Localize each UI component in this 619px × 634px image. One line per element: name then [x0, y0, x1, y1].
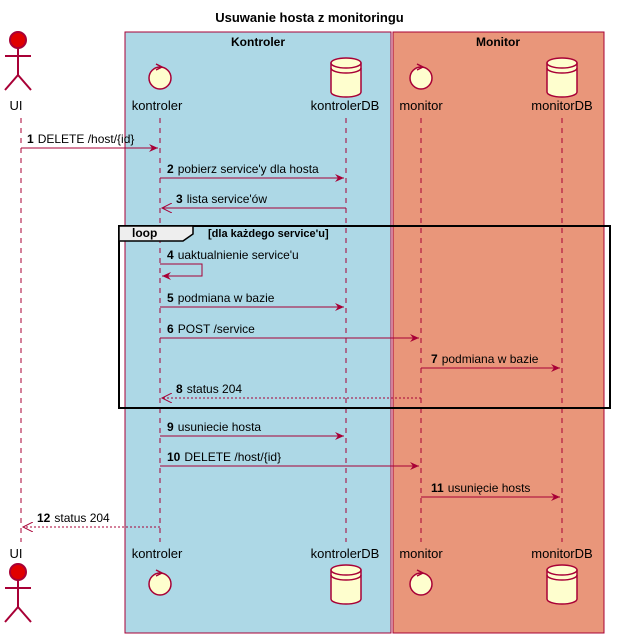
participant-kontrolerdb-label: kontrolerDB	[311, 98, 380, 113]
participant-monitordb-label: monitorDB	[531, 98, 592, 113]
message-text: uaktualnienie service'u	[178, 248, 299, 262]
diagram-title: Usuwanie hosta z monitoringu	[215, 10, 404, 25]
participant-kontroler-bottom: kontroler	[132, 546, 183, 596]
message-text: DELETE /host/{id}	[38, 132, 135, 146]
database-icon	[330, 57, 362, 98]
loop-keyword: loop	[132, 226, 157, 240]
participant-monitor-bottom: monitor	[399, 546, 443, 596]
message-7: 7 podmiana w bazie	[421, 352, 560, 372]
message-number: 6	[167, 322, 174, 336]
message-number: 11	[431, 481, 444, 495]
control-icon	[409, 569, 433, 596]
message-text: podmiana w bazie	[442, 352, 539, 366]
loop-frame: loop [dla każdego service'u]	[118, 225, 611, 409]
actor-icon	[4, 563, 32, 623]
message-text: lista service'ów	[187, 192, 268, 206]
message-text: pobierz service'y dla hosta	[178, 162, 319, 176]
participant-kontrolerdb-label: kontrolerDB	[311, 546, 380, 561]
participant-ui-label: UI	[10, 98, 23, 113]
loop-condition: [dla każdego service'u]	[208, 228, 329, 240]
control-icon	[148, 569, 172, 596]
participant-kontroler-top: kontroler	[132, 63, 183, 113]
actor-icon	[4, 31, 32, 91]
database-icon	[546, 564, 578, 605]
message-number: 7	[431, 352, 438, 366]
message-text: DELETE /host/{id}	[184, 450, 281, 464]
database-icon	[330, 564, 362, 605]
participant-monitor-label: monitor	[399, 98, 443, 113]
message-number: 9	[167, 420, 174, 434]
monitor-box: Monitor	[392, 31, 605, 634]
control-icon	[148, 63, 172, 90]
message-text: usuniecie hosta	[178, 420, 262, 434]
participant-monitor-top: monitor	[399, 63, 443, 113]
message-text: status 204	[187, 382, 243, 396]
participant-monitordb-top: monitorDB	[531, 57, 593, 113]
database-icon	[546, 57, 578, 98]
participant-monitordb-label: monitorDB	[531, 546, 592, 561]
control-icon	[409, 63, 433, 90]
message-4: 4 uaktualnienie service'u	[160, 248, 299, 280]
message-number: 12	[37, 511, 51, 525]
kontroler-box: Kontroler	[124, 31, 392, 634]
message-number: 1	[27, 132, 34, 146]
message-number: 2	[167, 162, 174, 176]
participant-kontroler-label: kontroler	[132, 546, 183, 561]
message-9: 9 usuniecie hosta	[160, 420, 344, 440]
message-text: podmiana w bazie	[178, 291, 275, 305]
participant-kontroler-label: kontroler	[132, 98, 183, 113]
message-11: 11 usunięcie hosts	[421, 481, 560, 501]
message-8: 8 status 204	[162, 382, 421, 398]
message-number: 4	[167, 248, 174, 262]
message-6: 6 POST /service	[160, 322, 419, 342]
participant-kontrolerdb-top: kontrolerDB	[311, 57, 380, 113]
participant-ui-label: UI	[10, 546, 23, 561]
participant-monitor-label: monitor	[399, 546, 443, 561]
message-text: status 204	[54, 511, 110, 525]
participant-ui-top: UI	[4, 31, 32, 113]
message-text: usunięcie hosts	[448, 481, 531, 495]
message-number: 8	[176, 382, 183, 396]
message-number: 10	[167, 450, 181, 464]
message-text: POST /service	[178, 322, 255, 336]
kontroler-box-label: Kontroler	[231, 35, 285, 49]
participant-monitordb-bottom: monitorDB	[531, 546, 593, 605]
message-3: 3 lista service'ów	[162, 192, 346, 208]
monitor-box-label: Monitor	[476, 35, 520, 49]
message-1: 1 DELETE /host/{id}	[21, 132, 158, 152]
lifelines	[20, 118, 563, 542]
participant-ui-bottom: UI	[4, 546, 32, 623]
participant-kontrolerdb-bottom: kontrolerDB	[311, 546, 380, 605]
message-number: 5	[167, 291, 174, 305]
message-number: 3	[176, 192, 183, 206]
message-2: 2 pobierz service'y dla hosta	[160, 162, 344, 182]
message-5: 5 podmiana w bazie	[160, 291, 344, 311]
